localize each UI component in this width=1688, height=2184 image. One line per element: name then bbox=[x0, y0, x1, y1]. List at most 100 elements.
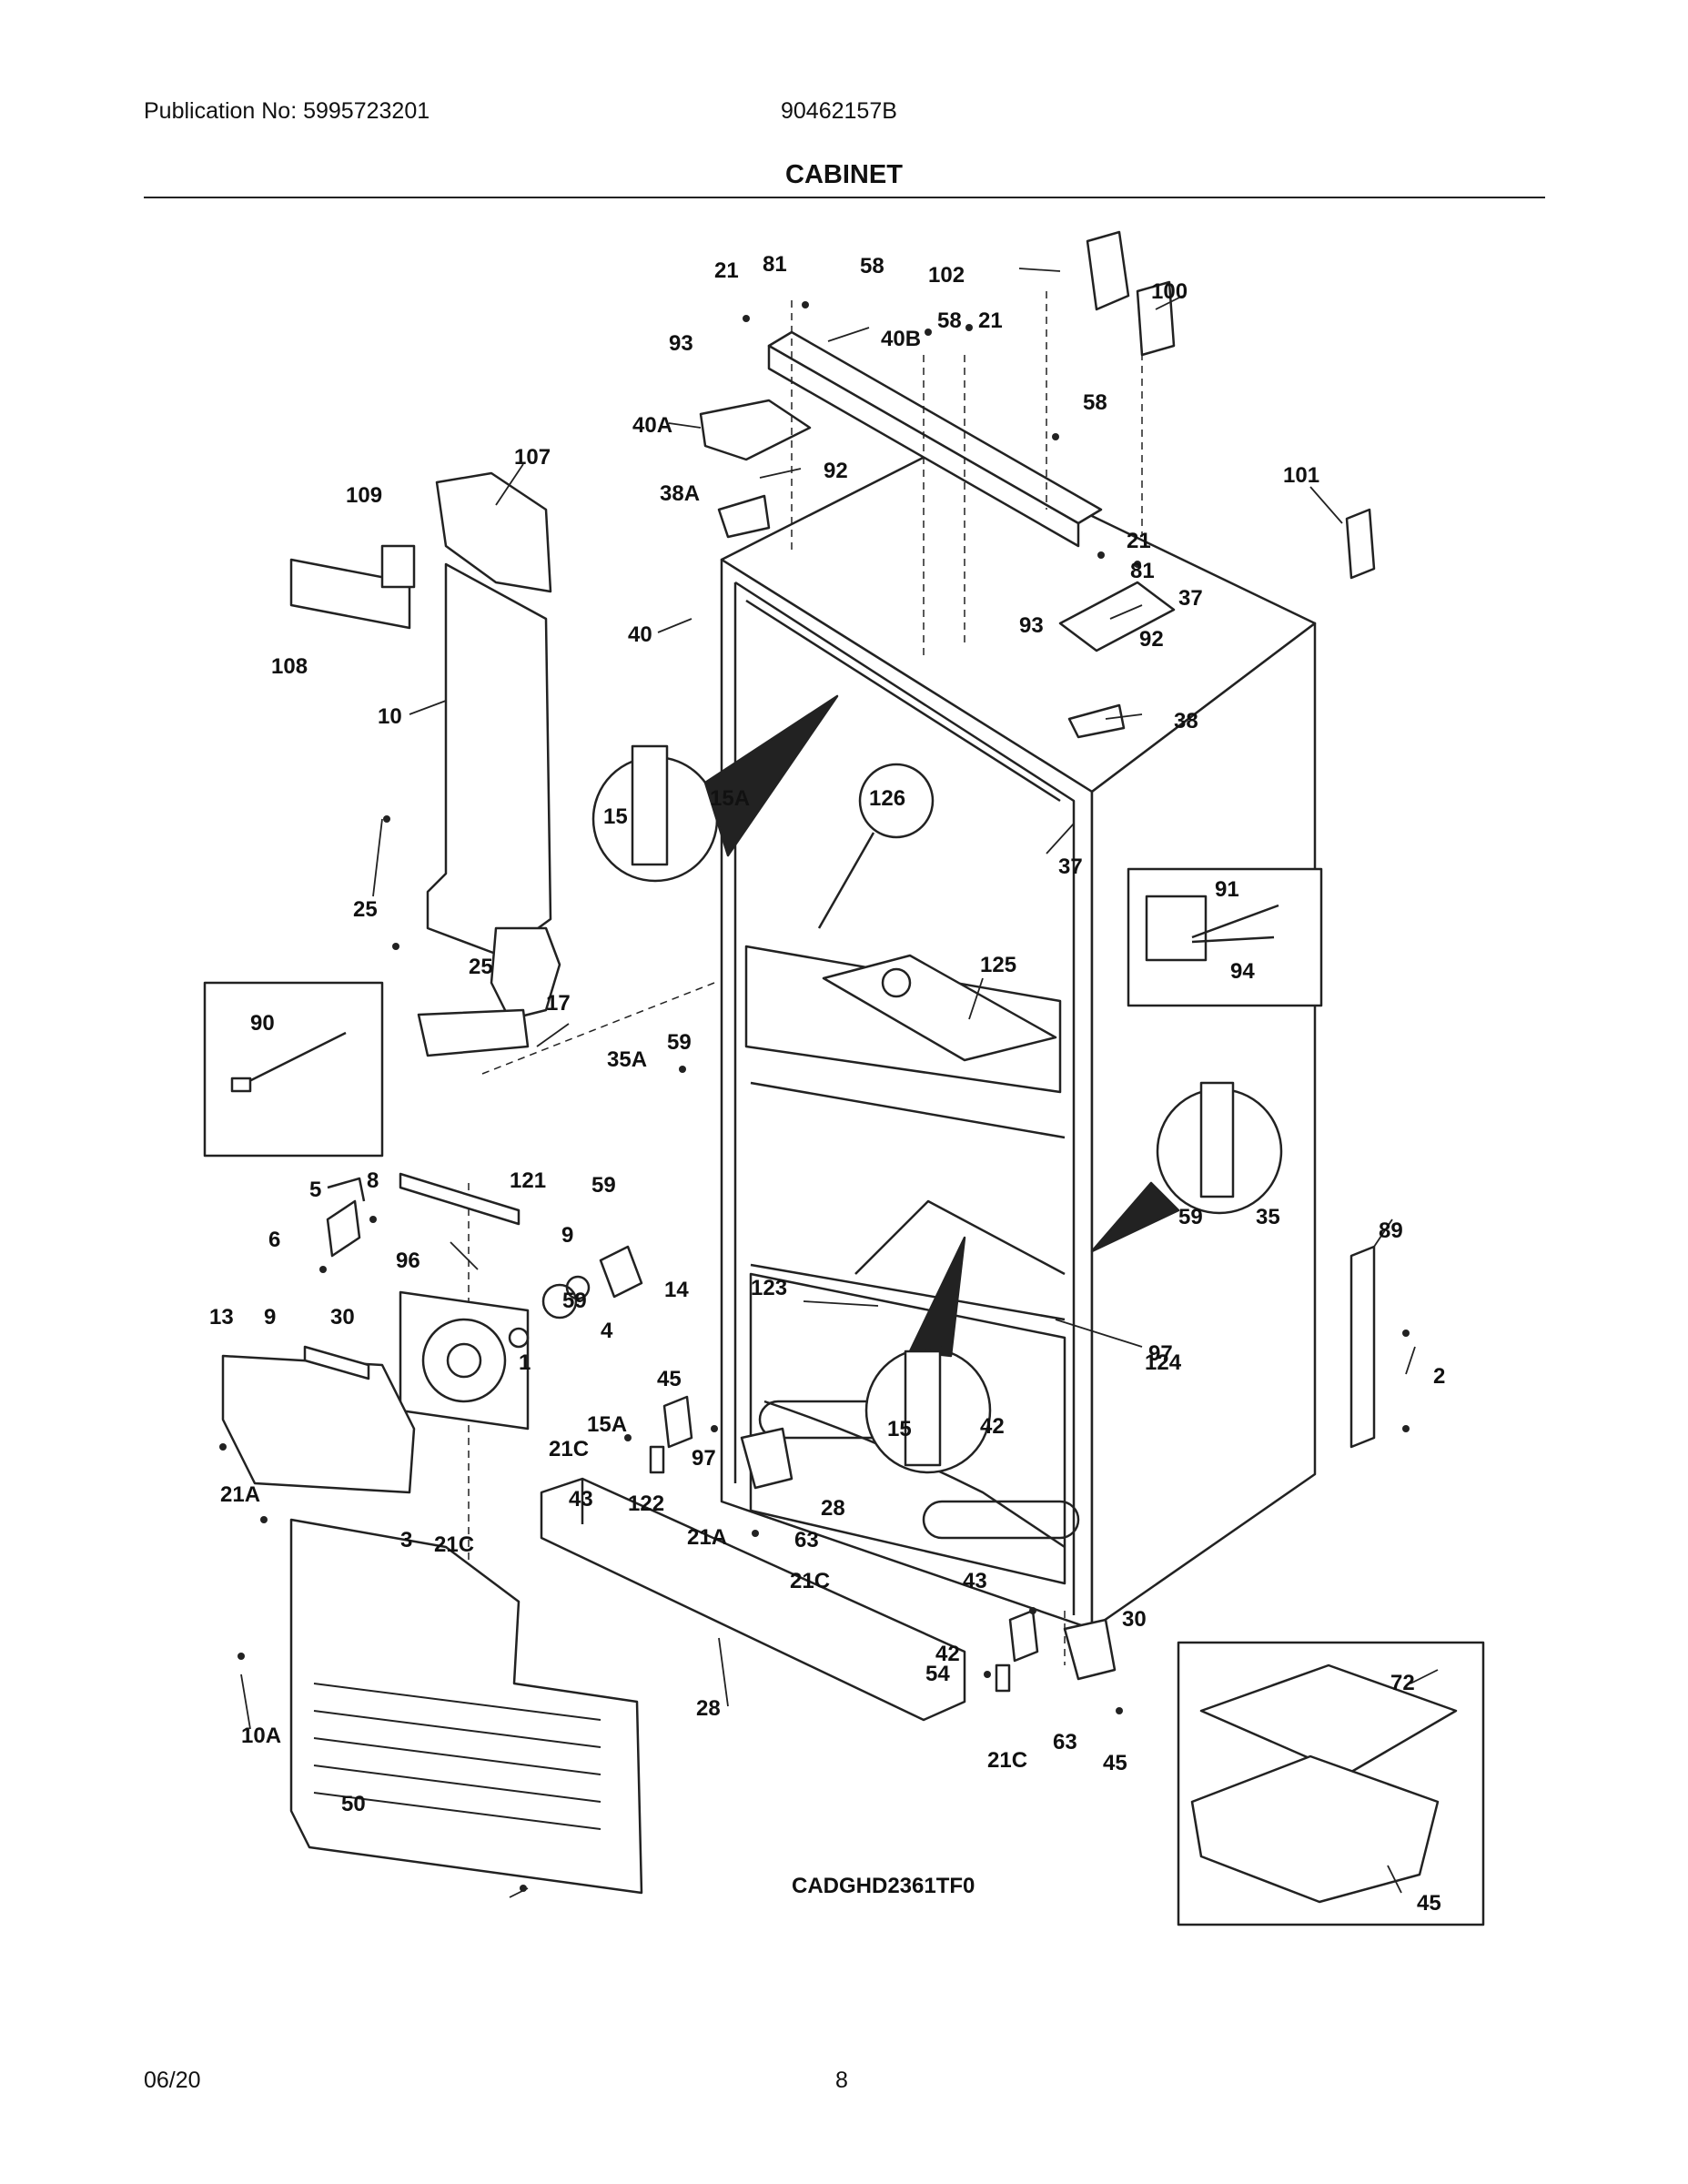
part-callout-21a: 21A bbox=[220, 1482, 260, 1507]
part-callout-90: 90 bbox=[250, 1011, 275, 1036]
part-callout-101: 101 bbox=[1283, 463, 1319, 488]
part-callout-21c: 21C bbox=[987, 1748, 1027, 1773]
part-callout-37: 37 bbox=[1058, 854, 1083, 879]
part-callout-45: 45 bbox=[657, 1367, 682, 1391]
part-callout-9: 9 bbox=[264, 1305, 276, 1330]
footer-page-number: 8 bbox=[835, 2068, 848, 2093]
part-callout-30: 30 bbox=[330, 1305, 355, 1330]
model-number: CADGHD2361TF0 bbox=[792, 1874, 975, 1898]
part-callout-21c: 21C bbox=[549, 1437, 589, 1461]
alignment-lines bbox=[468, 291, 1143, 1820]
part-callout-81: 81 bbox=[763, 252, 787, 277]
part-callout-121: 121 bbox=[510, 1168, 546, 1193]
part-callout-42: 42 bbox=[935, 1642, 960, 1666]
part-callout-37: 37 bbox=[1178, 586, 1203, 611]
part-callout-58: 58 bbox=[860, 254, 884, 278]
part-callout-21a: 21A bbox=[687, 1525, 727, 1550]
part-callout-40: 40 bbox=[628, 622, 652, 647]
part-callout-25: 25 bbox=[469, 955, 493, 979]
part-callout-89: 89 bbox=[1379, 1218, 1403, 1243]
part-callout-59: 59 bbox=[591, 1173, 616, 1198]
part-callout-58: 58 bbox=[937, 308, 962, 333]
part-callout-38a: 38A bbox=[660, 481, 700, 506]
part-callout-1: 1 bbox=[519, 1350, 531, 1375]
part-callout-59: 59 bbox=[562, 1289, 587, 1313]
part-callout-2: 2 bbox=[1433, 1364, 1445, 1389]
cabinet-body bbox=[720, 444, 1317, 1631]
part-callout-28: 28 bbox=[696, 1696, 721, 1721]
misc-parts bbox=[327, 230, 1376, 1202]
part-callout-59: 59 bbox=[667, 1030, 692, 1055]
footer-date: 06/20 bbox=[144, 2068, 201, 2093]
part-callout-21c: 21C bbox=[790, 1569, 830, 1593]
part-callout-109: 109 bbox=[346, 483, 382, 508]
part-callout-107: 107 bbox=[514, 445, 551, 470]
part-callout-92: 92 bbox=[1139, 627, 1164, 652]
part-callout-10: 10 bbox=[378, 704, 402, 729]
title-divider bbox=[144, 197, 1545, 198]
part-callout-15: 15 bbox=[603, 804, 628, 829]
part-callout-28: 28 bbox=[821, 1496, 845, 1521]
part-callout-123: 123 bbox=[751, 1276, 787, 1300]
part-callout-13: 13 bbox=[209, 1305, 234, 1330]
part-callout-3: 3 bbox=[400, 1528, 412, 1552]
diagram-artwork bbox=[203, 230, 1485, 1926]
screws bbox=[219, 301, 1410, 1892]
part-callout-100: 100 bbox=[1151, 279, 1188, 304]
part-callout-35: 35 bbox=[1256, 1205, 1280, 1229]
part-callout-91: 91 bbox=[1215, 877, 1239, 902]
side-bracket bbox=[1349, 1245, 1376, 1449]
part-callout-21: 21 bbox=[978, 308, 1003, 333]
part-callout-15a: 15A bbox=[587, 1412, 627, 1437]
inset-contents bbox=[230, 744, 1458, 1904]
part-callout-21: 21 bbox=[714, 258, 739, 283]
part-callout-35a: 35A bbox=[607, 1047, 647, 1072]
part-callout-15a: 15A bbox=[710, 786, 750, 811]
part-callout-97: 97 bbox=[692, 1446, 716, 1471]
part-callout-93: 93 bbox=[669, 331, 693, 356]
part-callout-96: 96 bbox=[396, 1249, 420, 1273]
part-callout-21c: 21C bbox=[434, 1532, 474, 1557]
part-callout-9: 9 bbox=[561, 1223, 573, 1248]
part-callout-5: 5 bbox=[309, 1178, 321, 1202]
fan-housing bbox=[221, 1172, 643, 1494]
part-callout-38: 38 bbox=[1174, 709, 1198, 733]
part-callout-63: 63 bbox=[1053, 1730, 1077, 1754]
part-callout-59: 59 bbox=[1178, 1205, 1203, 1229]
part-callout-97: 97 bbox=[1148, 1341, 1173, 1366]
publication-number: Publication No: 5995723201 bbox=[144, 98, 430, 124]
leader-lines bbox=[240, 268, 1439, 1898]
part-callout-43: 43 bbox=[569, 1487, 593, 1512]
rear-panel bbox=[289, 1518, 643, 1895]
part-callout-45: 45 bbox=[1103, 1751, 1127, 1775]
part-callout-63: 63 bbox=[794, 1528, 819, 1552]
part-callout-58: 58 bbox=[1083, 390, 1107, 415]
part-callout-42: 42 bbox=[980, 1414, 1005, 1439]
part-callout-15: 15 bbox=[887, 1417, 912, 1441]
part-callout-126: 126 bbox=[869, 786, 905, 811]
part-callout-122: 122 bbox=[628, 1491, 664, 1516]
part-callout-108: 108 bbox=[271, 654, 308, 679]
inset-box-90 bbox=[203, 981, 384, 1158]
part-callout-54: 54 bbox=[925, 1662, 950, 1686]
part-callout-125: 125 bbox=[980, 953, 1016, 977]
air-duct-assembly bbox=[289, 471, 561, 1057]
part-callout-93: 93 bbox=[1019, 613, 1044, 638]
part-callout-40b: 40B bbox=[881, 327, 921, 351]
document-number: 90462157B bbox=[781, 98, 897, 124]
part-callout-45: 45 bbox=[1417, 1891, 1441, 1916]
part-callout-8: 8 bbox=[367, 1168, 379, 1193]
part-callout-40a: 40A bbox=[632, 413, 672, 438]
part-callout-25: 25 bbox=[353, 897, 378, 922]
page-title: CABINET bbox=[785, 160, 903, 189]
part-callout-94: 94 bbox=[1230, 959, 1255, 984]
part-callout-21: 21 bbox=[1127, 529, 1151, 553]
leveling-hardware bbox=[649, 1395, 1117, 1693]
part-callout-6: 6 bbox=[268, 1228, 280, 1252]
part-callout-30: 30 bbox=[1122, 1607, 1147, 1632]
part-callout-102: 102 bbox=[928, 263, 965, 288]
part-callout-14: 14 bbox=[664, 1278, 689, 1302]
part-callout-43: 43 bbox=[963, 1569, 987, 1593]
part-callout-4: 4 bbox=[601, 1319, 613, 1343]
